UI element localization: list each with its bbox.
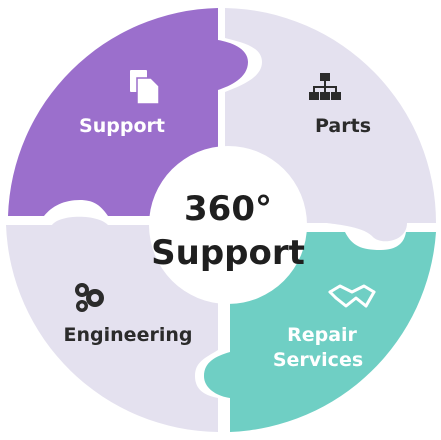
quadrant-label-parts: Parts bbox=[315, 115, 371, 137]
quadrant-label-engineering: Engineering bbox=[64, 324, 193, 346]
center-circle bbox=[149, 146, 307, 304]
gears-icon bbox=[75, 283, 104, 312]
center-hub: 360° Support bbox=[149, 146, 307, 304]
quadrant-label-support: Support bbox=[79, 115, 165, 137]
documents-icon bbox=[130, 70, 160, 105]
handshake-icon bbox=[328, 284, 376, 308]
quadrant-label-services: Services bbox=[273, 349, 363, 371]
center-title-360: 360° bbox=[184, 189, 272, 229]
quadrant-label-repair: Repair bbox=[287, 324, 357, 346]
center-title-support: Support bbox=[151, 233, 305, 273]
hierarchy-icon bbox=[309, 73, 341, 100]
